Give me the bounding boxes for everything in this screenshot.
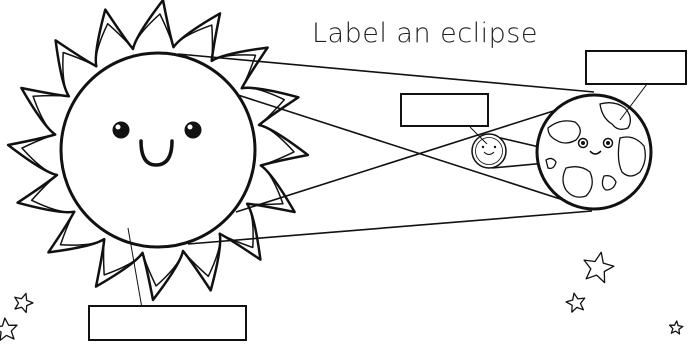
moon — [472, 134, 506, 168]
sun-label-box[interactable] — [88, 305, 247, 341]
earth — [537, 95, 651, 209]
star-icon — [670, 321, 683, 334]
star-icon — [15, 293, 33, 312]
earth-label-box[interactable] — [585, 50, 687, 85]
sun-left-eye — [113, 122, 130, 139]
sun-right-eye — [185, 122, 202, 139]
worksheet-title: Label an eclipse — [312, 18, 538, 49]
sun-body — [61, 53, 255, 247]
star-icon — [0, 318, 17, 340]
star-icon — [584, 252, 614, 282]
star-icon — [566, 293, 585, 312]
moon-disc — [472, 134, 506, 168]
earth-globe — [537, 95, 651, 209]
moon-label-box[interactable] — [400, 93, 489, 127]
